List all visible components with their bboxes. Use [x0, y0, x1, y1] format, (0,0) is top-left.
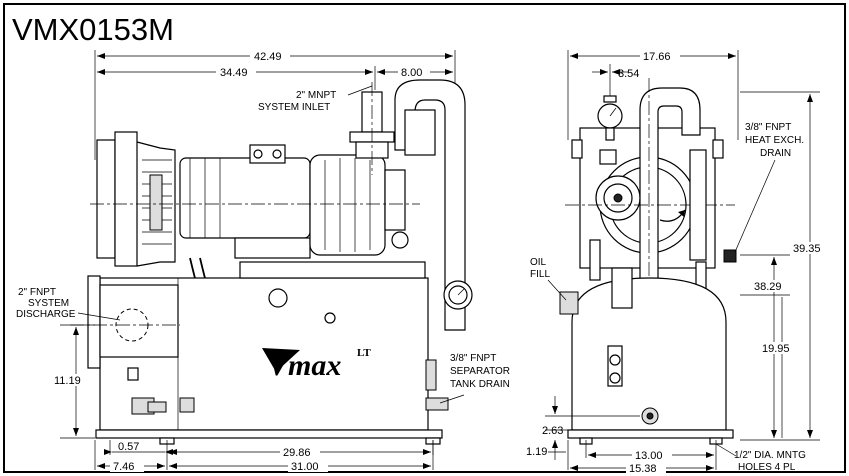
callout-separator-drain-size: 3/8" FNPT	[450, 353, 496, 364]
motor-terminal-box	[249, 144, 286, 164]
dim-overall-length: 42.49	[254, 51, 282, 63]
dim-base-width: 15.38	[629, 463, 657, 475]
drawing-border	[3, 3, 846, 473]
side-view: 42.49 34.49 8.00 2" MNPT SYSTEM INLET	[16, 50, 510, 473]
end-view: 17.66 3.54	[526, 50, 830, 475]
end-separator-tank	[571, 277, 727, 431]
callout-heat-exch-size: 3/8" FNPT	[745, 122, 791, 133]
dim-base-width-holes: 13.00	[635, 450, 663, 462]
callout-system-inlet-size: 2" MNPT	[296, 90, 336, 101]
vacuum-pump	[309, 154, 386, 256]
dim-gauge-offset: 3.54	[618, 68, 639, 80]
brand-superscript: LT	[357, 347, 371, 359]
model-title: VMX0153M	[12, 12, 174, 47]
dim-front-to-base: 7.46	[113, 461, 134, 473]
dim-inlet-offset: 8.00	[401, 67, 422, 79]
fan-shroud	[96, 139, 116, 259]
dim-overall-height: 39.35	[793, 243, 821, 255]
dim-base-hole-spacing: 29.86	[283, 447, 311, 459]
cooler-housing	[114, 131, 138, 267]
callout-oil-fill-label-2: FILL	[530, 269, 550, 280]
callout-heat-exch-label-2: DRAIN	[760, 148, 791, 159]
end-base-frame	[567, 429, 734, 439]
dim-tank-drain-height: 2.63	[542, 425, 563, 437]
dim-overall-width: 17.66	[643, 51, 671, 63]
callout-discharge-size: 2" FNPT	[18, 287, 56, 298]
callout-system-inlet-label: SYSTEM INLET	[258, 102, 330, 113]
callout-discharge-label-2: DISCHARGE	[16, 309, 76, 320]
callout-separator-drain-label-2: TANK DRAIN	[450, 379, 510, 390]
dim-motor-to-inlet: 34.49	[220, 67, 248, 79]
callout-discharge-label-1: SYSTEM	[28, 298, 69, 309]
discharge-flange	[87, 275, 101, 369]
dim-discharge-height: 11.19	[54, 375, 81, 387]
dim-front-overhang: 0.57	[118, 441, 139, 453]
callout-mounting-holes-size: 1/2" DIA. MNTG	[734, 450, 806, 461]
end-inlet-pipe	[639, 87, 701, 281]
base-frame	[95, 429, 443, 439]
callout-heat-exch-label-1: HEAT EXCH.	[745, 135, 804, 146]
vmax-logo: Vmax LT	[262, 347, 371, 382]
motor-body	[179, 157, 311, 239]
brand-name: Vmax	[268, 349, 341, 382]
callout-oil-fill-label-1: OIL	[530, 257, 547, 268]
dim-base-height: 1.19	[526, 446, 547, 458]
dim-base-length: 31.00	[291, 461, 319, 473]
dim-separator-height: 19.95	[762, 343, 790, 355]
callout-separator-drain-label-1: SEPARATOR	[450, 366, 510, 377]
callout-mounting-holes-count: HOLES 4 PL	[738, 462, 796, 473]
dim-exchanger-drain-height: 38.29	[754, 281, 782, 293]
